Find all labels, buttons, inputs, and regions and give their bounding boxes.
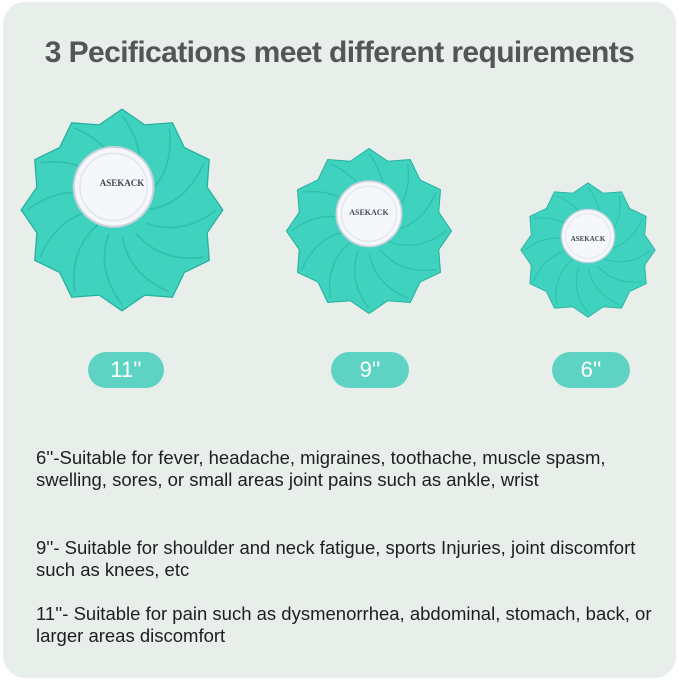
description-11-inch: 11''- Suitable for pain such as dysmenor… — [36, 603, 652, 646]
page-title: 3 Pecifications meet different requireme… — [44, 36, 635, 69]
brand-cap-label: ASEKACK — [570, 235, 606, 243]
ice-bag-9-inch-image: ASEKACK — [283, 145, 455, 317]
size-badge-11: 11'' — [88, 352, 164, 388]
description-9-inch: 9''- Suitable for shoulder and neck fati… — [36, 537, 636, 580]
brand-cap-label: ASEKACK — [349, 208, 389, 217]
description-6-inch: 6''-Suitable for fever, headache, migrai… — [36, 447, 606, 490]
ice-bag-6-inch-image: ASEKACK — [518, 180, 658, 320]
size-badge-9: 9'' — [331, 352, 409, 388]
size-badge-6: 6'' — [552, 352, 630, 388]
ice-bag-11-inch-image: ASEKACK — [17, 105, 227, 315]
brand-cap-label: ASEKACK — [99, 178, 145, 188]
